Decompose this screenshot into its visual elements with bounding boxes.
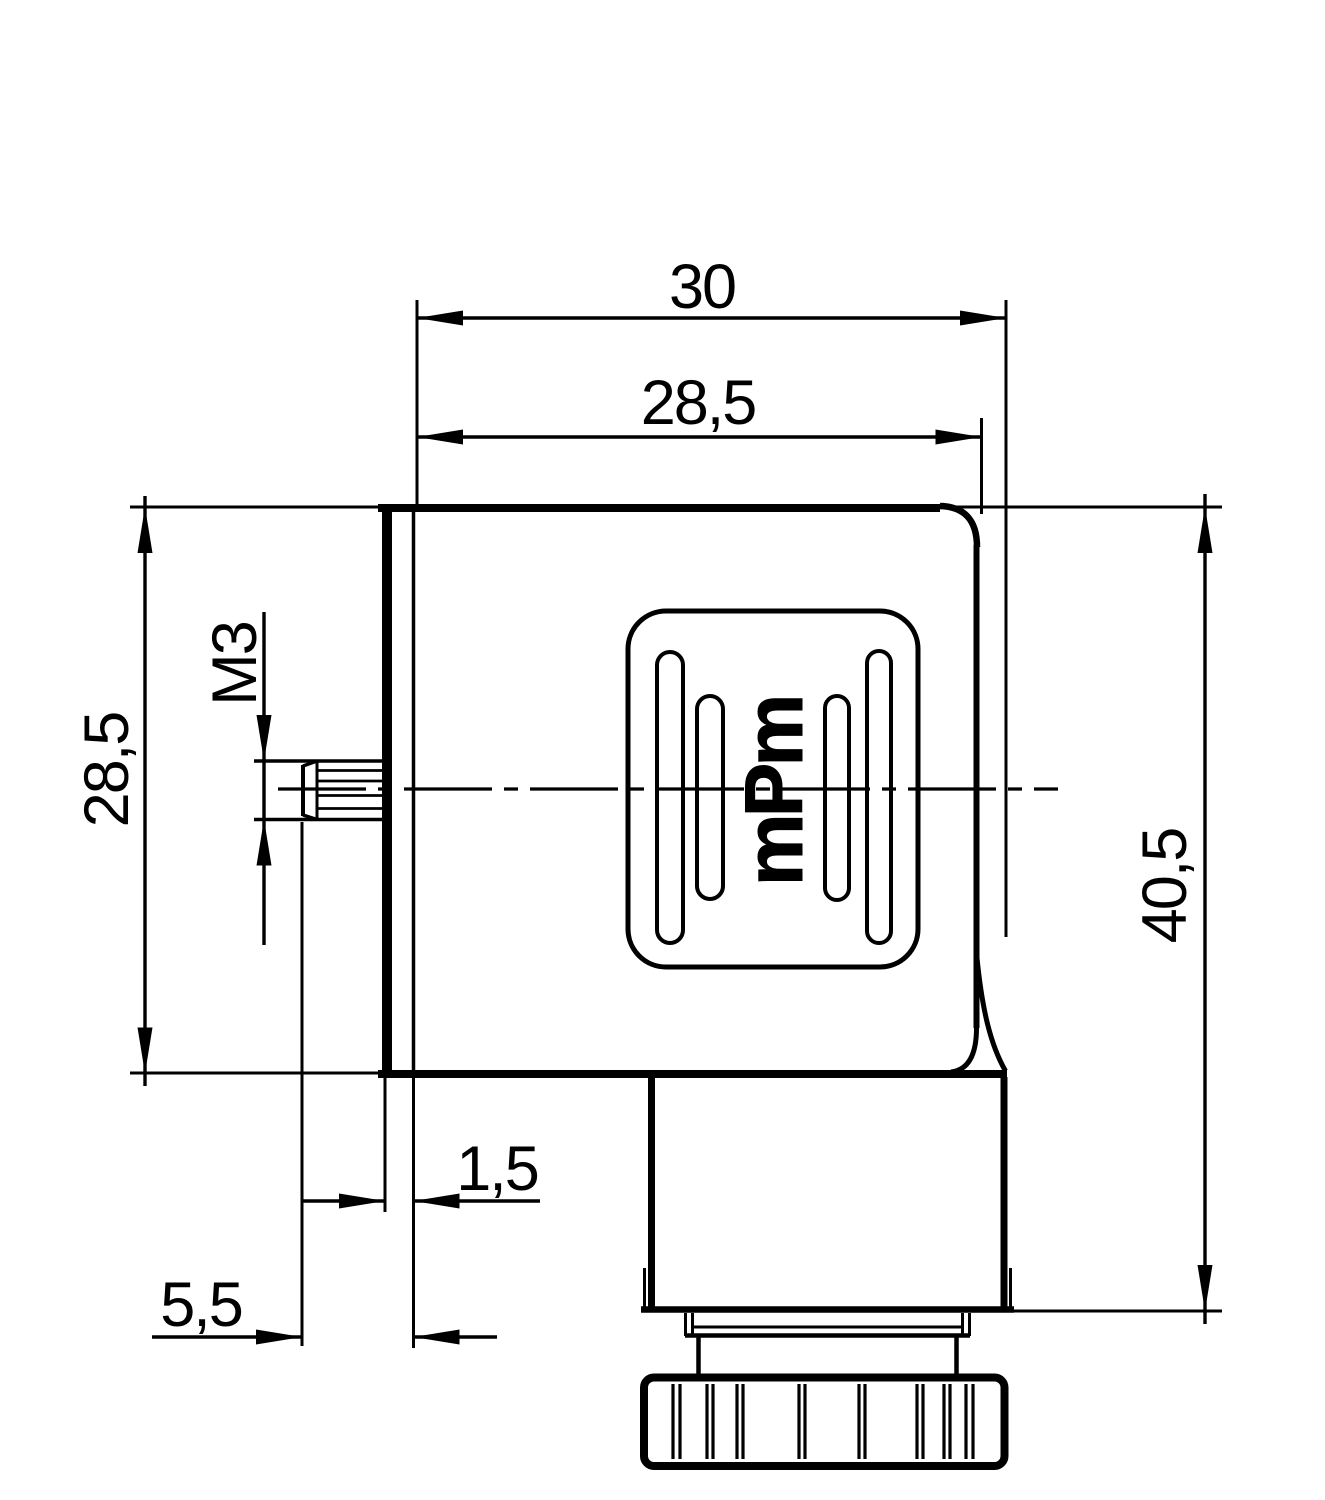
- arrowhead-up: [1197, 507, 1213, 553]
- arrowhead-left: [413, 1193, 460, 1209]
- arrowhead-left: [417, 429, 463, 445]
- dim-overall-height: 40,5: [1008, 494, 1222, 1324]
- dim-thread: M3: [200, 612, 272, 945]
- arrowhead-right: [339, 1193, 385, 1209]
- logo-text: mPm: [729, 698, 820, 887]
- arrowhead-right: [256, 1329, 302, 1345]
- arrowhead-down: [256, 715, 272, 761]
- arrowhead-up: [137, 507, 153, 553]
- vent-slot-inner-right: [823, 694, 851, 902]
- housing-body: [130, 502, 1222, 1078]
- logo-plaque: mPm: [625, 608, 921, 970]
- dim-label-1-5: 1,5: [456, 1134, 538, 1204]
- flange-plate: [382, 504, 416, 1077]
- dim-screw-offset: 5,5: [152, 822, 497, 1346]
- cover-tail-curve: [974, 957, 1008, 1073]
- knurl-lines: [671, 1384, 975, 1459]
- knurled-nut: [640, 1373, 1009, 1470]
- arrowhead-down: [137, 1027, 153, 1074]
- arrowhead-left: [413, 1329, 460, 1345]
- dim-housing-height: 28,5: [72, 496, 153, 1086]
- arrowhead-up: [256, 819, 272, 866]
- nut-outline: [640, 1373, 1009, 1470]
- arrowhead-left: [417, 310, 463, 326]
- cable-gland-neck: [641, 1077, 1014, 1313]
- gland-rings: [684, 1313, 971, 1377]
- dim-flange-thickness: 1,5: [302, 1077, 540, 1348]
- dim-label-28-5-top: 28,5: [641, 368, 756, 438]
- arrowhead-down: [1197, 1265, 1213, 1311]
- vent-slot-outer-left: [655, 650, 685, 945]
- vent-slot-outer-right: [865, 649, 893, 945]
- dim-label-40-5: 40,5: [1130, 829, 1200, 944]
- dim-label-m3: M3: [200, 622, 270, 706]
- vent-slot-inner-left: [695, 694, 725, 901]
- body-bottom-right-corner: [950, 1027, 979, 1075]
- plaque-outline: [625, 608, 921, 970]
- thread-stub: [254, 759, 383, 822]
- body-top-right-corner: [939, 502, 981, 548]
- arrowhead-right: [960, 310, 1006, 326]
- stub-chamfer-bottom: [302, 813, 318, 822]
- dim-label-28-5-left: 28,5: [72, 713, 142, 828]
- arrowhead-right: [935, 429, 982, 445]
- dim-label-30: 30: [669, 252, 735, 322]
- dim-overall-width: 30: [415, 252, 1008, 937]
- dim-label-5-5: 5,5: [160, 1270, 242, 1340]
- stub-chamfer-top: [302, 759, 318, 768]
- dim-housing-width: 28,5: [417, 368, 983, 514]
